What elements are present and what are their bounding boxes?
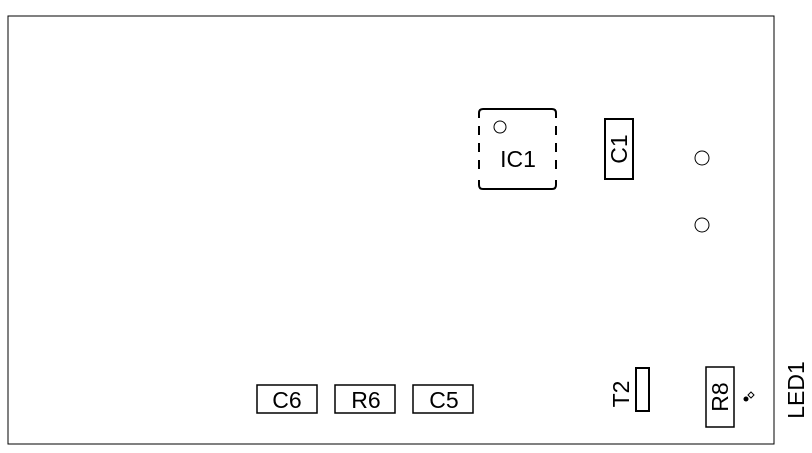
- c6-label: C6: [272, 387, 301, 413]
- ic1-outline-top: [478, 108, 557, 118]
- led1-label: LED1: [783, 361, 809, 419]
- t2-label: T2: [608, 381, 634, 408]
- board-outline: [7, 15, 775, 445]
- c5-outline: [412, 384, 474, 414]
- c5-label: C5: [429, 387, 458, 413]
- pad-upper: [694, 150, 710, 166]
- ic1-label: IC1: [500, 146, 536, 172]
- c6-outline: [256, 384, 318, 414]
- component-t2: T2: [608, 367, 650, 412]
- c1-label: C1: [606, 134, 632, 163]
- component-led1: LED1: [743, 361, 809, 419]
- led1-polarity-icon: [747, 391, 755, 399]
- led1-dot-marker: [743, 396, 749, 402]
- ic1-pin1-marker: [493, 120, 507, 134]
- ic1-outline-bottom: [478, 180, 557, 190]
- component-r6: R6: [334, 384, 396, 414]
- component-c6: C6: [256, 384, 318, 414]
- pad-lower: [694, 217, 710, 233]
- c1-outline: [604, 118, 634, 180]
- r8-outline: [705, 366, 735, 428]
- component-c5: C5: [412, 384, 474, 414]
- component-c1: C1: [604, 118, 634, 180]
- r6-outline: [334, 384, 396, 414]
- component-ic1: IC1: [478, 108, 557, 190]
- r6-label: R6: [351, 387, 380, 413]
- r8-label: R8: [707, 382, 733, 411]
- t2-outline: [635, 367, 650, 412]
- component-r8: R8: [705, 366, 735, 428]
